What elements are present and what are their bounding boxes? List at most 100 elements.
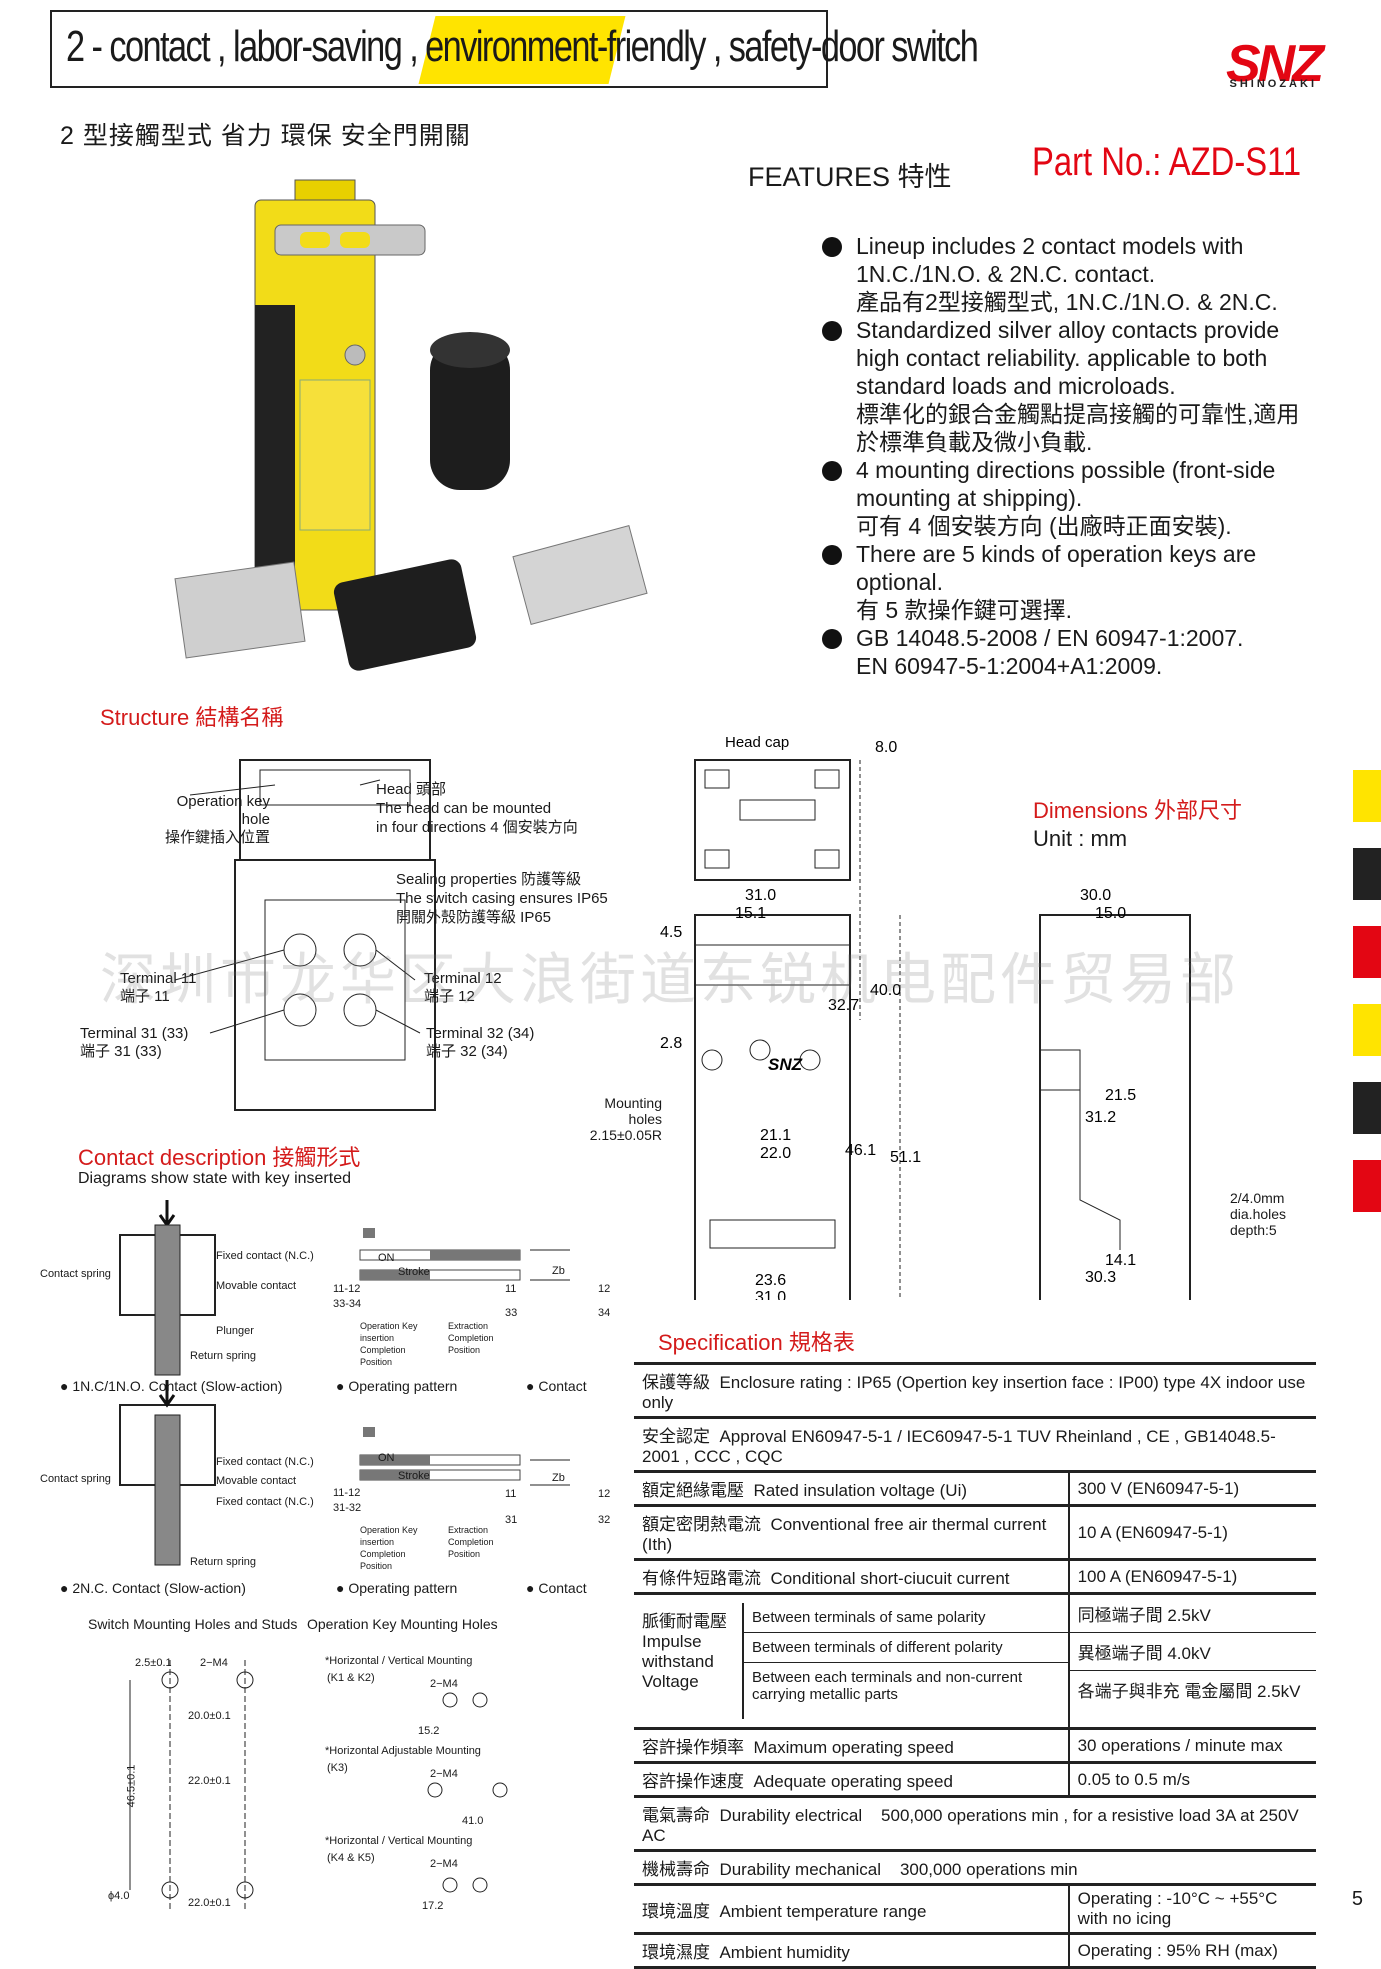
switch-mounting-title: Switch Mounting Holes and Studs: [88, 1616, 298, 1632]
bullet-icon: [822, 629, 842, 649]
dim-41: 41.0: [462, 1815, 484, 1827]
feature-item: Standardized silver alloy contacts provi…: [822, 316, 1302, 456]
svg-text:31.2: 31.2: [1085, 1109, 1116, 1126]
return-spring-label: Return spring: [190, 1350, 257, 1362]
dim-2-5: 2.5±0.1: [135, 1657, 172, 1669]
n12b: 12: [598, 1488, 611, 1500]
bullet-icon: [822, 237, 842, 257]
svg-text:30.3: 30.3: [1085, 1269, 1116, 1286]
title-box: 2 - contact , labor-saving , environment…: [50, 10, 979, 88]
spec-row: 額定密閉熱電流 Conventional free air thermal cu…: [634, 1505, 1316, 1560]
spec-row: 保護等級 Enclosure rating : IP65 (Opertion k…: [634, 1363, 1316, 1418]
return-spring-label-2: Return spring: [190, 1556, 257, 1568]
dim-20: 20.0±0.1: [188, 1710, 231, 1722]
page-title: 2 - contact , labor-saving , environment…: [66, 22, 979, 71]
svg-text:31.0: 31.0: [755, 1289, 786, 1300]
product-photo: [174, 179, 648, 671]
page-number: 5: [1351, 1888, 1363, 1910]
k45-label: (K4 & K5): [327, 1852, 375, 1864]
brand-logo-sub: SHINOZAKI: [1229, 78, 1317, 90]
stroke-label: Stroke: [398, 1266, 430, 1278]
hv-mount-1: *Horizontal / Vertical Mounting: [325, 1655, 473, 1667]
dim-22b: 22.0±0.1: [188, 1897, 231, 1909]
dimensions-heading: Dimensions 外部尺寸: [1033, 798, 1243, 823]
extraction-label-2: Extraction Completion Position: [448, 1525, 494, 1559]
k12-label: (K1 & K2): [327, 1672, 375, 1684]
side-tab: [1353, 1004, 1381, 1056]
feature-item: GB 14048.5-2008 / EN 60947-1:2007.EN 609…: [822, 624, 1302, 680]
range-2: 33-34: [333, 1298, 362, 1310]
spec-row: 安全認定 Approval EN60947-5-1 / IEC60947-5-1…: [634, 1417, 1316, 1472]
op-key-insertion-label-2: Operation Key insertion Completion Posit…: [360, 1525, 418, 1571]
op-pattern-1: ● Operating pattern: [336, 1378, 458, 1394]
zb-label: Zb: [552, 1265, 565, 1277]
side-tab: [1353, 848, 1381, 900]
contact-spring-label-2: Contact spring: [40, 1473, 111, 1485]
n33: 33: [505, 1307, 518, 1319]
features-label: FEATURES 特性: [748, 162, 952, 192]
dim-15-2: 15.2: [418, 1725, 440, 1737]
holes-note: 2/4.0mm dia.holes depth:5: [1230, 1190, 1287, 1238]
svg-text:21.1: 21.1: [760, 1127, 791, 1144]
side-tab: [1353, 926, 1381, 978]
k3-label: (K3): [327, 1762, 348, 1774]
svg-text:40.0: 40.0: [870, 982, 901, 999]
dimension-drawing: 31.015.1 4.5 Head cap 8.0 32.740.0 2.8 2…: [660, 734, 1191, 1300]
m4-label-4: 2−M4: [430, 1858, 458, 1870]
terminal-32-label: Terminal 32 (34)端子 32 (34): [426, 1025, 535, 1060]
movable-contact-label: Movable contact: [216, 1280, 297, 1292]
svg-text:30.0: 30.0: [1080, 887, 1111, 904]
fixed-contact-label-2: Fixed contact (N.C.): [216, 1456, 314, 1468]
svg-text:Head cap: Head cap: [725, 734, 789, 751]
movable-contact-label-2: Movable contact: [216, 1475, 297, 1487]
spec-table: 保護等級 Enclosure rating : IP65 (Opertion k…: [634, 1362, 1316, 1969]
bullet-icon: [822, 545, 842, 565]
terminal-31-label: Terminal 31 (33)端子 31 (33): [80, 1025, 189, 1060]
contact-sub: Diagrams show state with key inserted: [78, 1170, 351, 1187]
subtitle-zh: 2 型接觸型式 省力 環保 安全門開關: [60, 122, 471, 150]
svg-text:8.0: 8.0: [875, 739, 897, 756]
dim-17-2: 17.2: [422, 1900, 444, 1912]
dim-46-5: 46.5±0.1: [125, 1764, 138, 1808]
fixed-contact-label: Fixed contact (N.C.): [216, 1250, 314, 1262]
m4-label-1: 2−M4: [200, 1657, 228, 1669]
contact-heading: Contact description 接觸形式: [78, 1145, 361, 1170]
svg-text:21.5: 21.5: [1105, 1087, 1136, 1104]
side-tab: [1353, 770, 1381, 822]
feature-item: There are 5 kinds of operation keys are …: [822, 540, 1302, 624]
unit-label: Unit : mm: [1033, 826, 1128, 851]
dim-22: 22.0±0.1: [188, 1775, 231, 1787]
contact-1: ● Contact: [526, 1378, 587, 1394]
spec-row: 機械壽命 Durability mechanical 300,000 opera…: [634, 1850, 1316, 1885]
features-list: Lineup includes 2 contact models with 1N…: [822, 232, 1302, 680]
on-label: ON: [378, 1252, 395, 1264]
zb-label-2: Zb: [552, 1472, 565, 1484]
spec-row: 額定絕緣電壓 Rated insulation voltage (Ui)300 …: [634, 1471, 1316, 1506]
h-adj-mount: *Horizontal Adjustable Mounting: [325, 1745, 481, 1757]
plunger-label: Plunger: [216, 1325, 254, 1337]
bullet-icon: [822, 461, 842, 481]
type-2-label: ● 2N.C. Contact (Slow-action): [60, 1580, 246, 1596]
range-1b: 11-12: [333, 1487, 361, 1499]
svg-text:23.6: 23.6: [755, 1272, 786, 1289]
key-mounting-title: Operation Key Mounting Holes: [307, 1616, 498, 1632]
op-key-insertion-label: Operation Key insertion Completion Posit…: [360, 1321, 418, 1367]
mounting-drawing: [129, 1660, 508, 1910]
spec-row: 電氣壽命 Durability electrical 500,000 opera…: [634, 1796, 1316, 1851]
svg-text:4.5: 4.5: [660, 924, 682, 941]
svg-text:14.1: 14.1: [1105, 1252, 1136, 1269]
feature-item: Lineup includes 2 contact models with 1N…: [822, 232, 1302, 316]
stroke-label-2: Stroke: [398, 1470, 430, 1482]
bullet-icon: [822, 321, 842, 341]
spec-heading: Specification 規格表: [658, 1330, 855, 1355]
extraction-label: Extraction Completion Position: [448, 1321, 494, 1355]
svg-text:15.0: 15.0: [1095, 905, 1126, 922]
n11b: 11: [505, 1488, 517, 1500]
structure-heading: Structure 結構名稱: [100, 705, 284, 730]
